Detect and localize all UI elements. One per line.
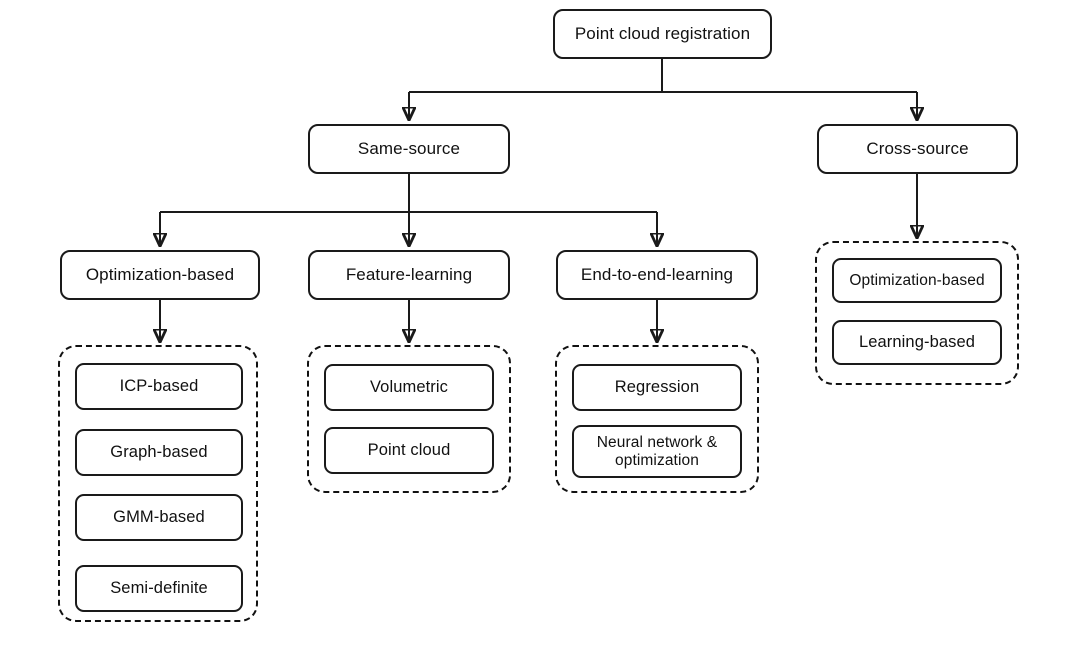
node-point-cloud[interactable]: Point cloud bbox=[324, 427, 494, 474]
node-label: Optimization-based bbox=[85, 265, 235, 285]
node-semi-definite[interactable]: Semi-definite bbox=[75, 565, 243, 612]
node-optimization-based[interactable]: Optimization-based bbox=[60, 250, 260, 300]
node-neural-network-and-optimization[interactable]: Neural network & optimization bbox=[572, 425, 742, 478]
group-cross-source-methods bbox=[815, 241, 1019, 385]
node-label: ICP-based bbox=[119, 377, 199, 396]
node-gmm-based[interactable]: GMM-based bbox=[75, 494, 243, 541]
node-label: End-to-end-learning bbox=[580, 265, 734, 285]
node-label: Point cloud registration bbox=[574, 24, 751, 44]
node-label: Regression bbox=[614, 378, 700, 397]
node-learning-based[interactable]: Learning-based bbox=[832, 320, 1002, 365]
node-end-to-end-learning[interactable]: End-to-end-learning bbox=[556, 250, 758, 300]
node-label: Cross-source bbox=[866, 139, 969, 159]
node-label: GMM-based bbox=[113, 508, 205, 527]
node-same-source[interactable]: Same-source bbox=[308, 124, 510, 174]
node-label: Neural network & optimization bbox=[596, 433, 718, 469]
node-label: Learning-based bbox=[858, 333, 976, 352]
node-regression[interactable]: Regression bbox=[572, 364, 742, 411]
node-cross-optimization-based[interactable]: Optimization-based bbox=[832, 258, 1002, 303]
node-graph-based[interactable]: Graph-based bbox=[75, 429, 243, 476]
node-point-cloud-registration[interactable]: Point cloud registration bbox=[553, 9, 772, 59]
node-feature-learning[interactable]: Feature-learning bbox=[308, 250, 510, 300]
group-feature-learning-methods bbox=[307, 345, 511, 493]
node-label: Optimization-based bbox=[849, 271, 985, 289]
node-volumetric[interactable]: Volumetric bbox=[324, 364, 494, 411]
node-label: Semi-definite bbox=[110, 579, 208, 598]
node-label: Same-source bbox=[357, 139, 461, 159]
node-label: Point cloud bbox=[367, 441, 451, 460]
group-optimization-based-methods bbox=[58, 345, 258, 622]
node-label: Volumetric bbox=[369, 378, 449, 397]
node-label: Feature-learning bbox=[345, 265, 473, 285]
node-cross-source[interactable]: Cross-source bbox=[817, 124, 1018, 174]
group-end-to-end-learning-methods bbox=[555, 345, 759, 493]
node-icp-based[interactable]: ICP-based bbox=[75, 363, 243, 410]
node-label: Graph-based bbox=[110, 443, 208, 462]
